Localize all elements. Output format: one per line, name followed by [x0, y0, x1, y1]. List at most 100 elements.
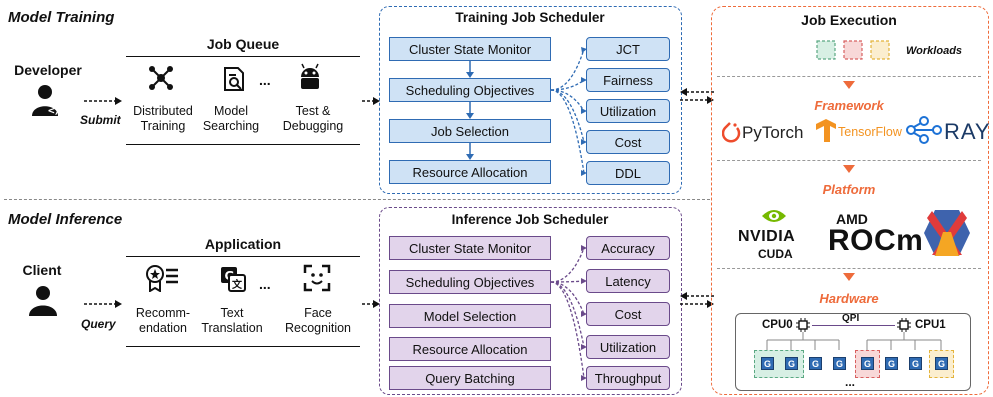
- gpu-tree-lines: [766, 332, 942, 350]
- inference-objective-accuracy: Accuracy: [586, 236, 670, 260]
- application-title: Application: [204, 236, 282, 252]
- cuda-label: CUDA: [758, 247, 793, 261]
- nvidia-label: NVIDIA: [738, 228, 796, 245]
- workloads-label: Workloads: [906, 45, 963, 57]
- cpu1-label: CPU1: [915, 319, 946, 331]
- training-objective-cost: Cost: [586, 130, 670, 154]
- svg-text:</>: </>: [48, 104, 64, 117]
- training-objective-ddl: DDL: [586, 161, 670, 185]
- tensorflow-label: TensorFlow: [838, 125, 902, 139]
- qpi-link: [812, 325, 895, 326]
- test-debugging-label: Test & Debugging: [282, 104, 344, 133]
- training-step-resource-allocation: Resource Allocation: [389, 160, 551, 184]
- recommendation-label: Recomm- endation: [135, 306, 191, 335]
- pytorch-icon: [721, 120, 742, 149]
- inference-step-cluster-monitor: Cluster State Monitor: [389, 236, 551, 260]
- training-objective-fairness: Fairness: [586, 68, 670, 92]
- gpu-chip-8: G: [935, 357, 948, 370]
- text-translation-label: Text Translation: [201, 306, 263, 335]
- ray-icon: [905, 116, 945, 149]
- training-step-scheduling-objectives: Scheduling Objectives: [389, 78, 551, 102]
- developer-to-queue-arrow: [84, 93, 124, 111]
- queue-ellipsis: ...: [259, 72, 271, 88]
- execution-separator-1: [717, 76, 981, 77]
- text-translation-icon: G 文: [220, 266, 246, 297]
- hardware-box: [735, 313, 971, 391]
- inference-objective-cost: Cost: [586, 302, 670, 326]
- workload-squares: [816, 40, 896, 65]
- queue-to-training-scheduler-arrow: [362, 93, 382, 111]
- inference-scheduler-title: Inference Job Scheduler: [451, 212, 609, 227]
- application-ellipsis: ...: [259, 276, 271, 292]
- gpu-chip-3: G: [809, 357, 822, 370]
- training-to-execution-arrow: [680, 88, 714, 109]
- distributed-training-label: Distributed Training: [133, 104, 193, 133]
- recommendation-icon: [145, 264, 179, 297]
- training-section-title: Model Training: [8, 9, 115, 26]
- hardware-ellipsis: ...: [845, 375, 856, 389]
- model-searching-icon: [222, 66, 246, 97]
- test-debugging-icon: [296, 63, 324, 96]
- developer-icon: </>: [30, 83, 68, 117]
- training-step-arrows: [466, 61, 474, 160]
- job-queue-bracket: [126, 56, 360, 145]
- inference-step-query-batching: Query Batching: [389, 366, 551, 390]
- rocm-label: ROCm: [828, 224, 924, 257]
- oneapi-icon: [923, 208, 971, 263]
- inference-objective-connectors: [551, 245, 587, 381]
- gpu-chip-1: G: [761, 357, 774, 370]
- gpu-chip-4: G: [833, 357, 846, 370]
- application-bracket: [126, 256, 360, 347]
- cpu1-icon: [897, 318, 911, 337]
- framework-label: Framework: [814, 98, 884, 113]
- framework-arrow: [843, 81, 855, 89]
- training-objective-utilization: Utilization: [586, 99, 670, 123]
- inference-section-title: Model Inference: [8, 211, 123, 228]
- execution-separator-2: [717, 160, 981, 161]
- client-to-application-arrow: [84, 296, 124, 314]
- inference-to-execution-arrow: [680, 292, 714, 313]
- inference-objective-latency: Latency: [586, 269, 670, 293]
- gpu-chip-7: G: [909, 357, 922, 370]
- training-step-job-selection: Job Selection: [389, 119, 551, 143]
- inference-step-scheduling-objectives: Scheduling Objectives: [389, 270, 551, 294]
- application-to-inference-scheduler-arrow: [362, 296, 382, 314]
- model-searching-label: Model Searching: [202, 104, 260, 133]
- inference-objective-throughput: Throughput: [586, 366, 670, 390]
- tensorflow-icon: [815, 119, 837, 148]
- gpu-chip-6: G: [885, 357, 898, 370]
- inference-scheduler-panel: [379, 207, 682, 395]
- client-icon: [28, 284, 58, 321]
- inference-objective-utilization: Utilization: [586, 335, 670, 359]
- ray-label: RAY: [944, 119, 991, 144]
- training-step-cluster-monitor: Cluster State Monitor: [389, 37, 551, 61]
- submit-label: Submit: [80, 113, 121, 127]
- job-execution-panel: [711, 6, 989, 395]
- query-label: Query: [81, 317, 116, 331]
- svg-text:文: 文: [232, 278, 243, 291]
- qpi-label: QPI: [842, 313, 860, 324]
- hardware-label: Hardware: [819, 291, 879, 306]
- cpu0-icon: [796, 318, 810, 337]
- execution-separator-3: [717, 268, 981, 269]
- job-execution-title: Job Execution: [801, 12, 897, 28]
- client-label: Client: [22, 262, 62, 278]
- gpu-chip-5: G: [861, 357, 874, 370]
- face-recognition-label: Face Recognition: [284, 306, 351, 335]
- cpu0-label: CPU0: [762, 319, 793, 331]
- developer-label: Developer: [14, 62, 82, 78]
- pytorch-label: PyTorch: [742, 123, 804, 142]
- job-queue-title: Job Queue: [206, 36, 280, 52]
- distributed-training-icon: [148, 65, 174, 96]
- nvidia-icon: [760, 206, 788, 231]
- hardware-arrow: [843, 273, 855, 281]
- inference-step-resource-allocation: Resource Allocation: [389, 337, 551, 361]
- gpu-chip-2: G: [785, 357, 798, 370]
- inference-step-model-selection: Model Selection: [389, 304, 551, 328]
- amd-label: AMD: [836, 211, 868, 227]
- training-objective-jct: JCT: [586, 37, 670, 61]
- section-divider: [4, 199, 710, 200]
- face-recognition-icon: [303, 264, 331, 297]
- platform-label: Platform: [822, 182, 876, 197]
- platform-arrow: [843, 165, 855, 173]
